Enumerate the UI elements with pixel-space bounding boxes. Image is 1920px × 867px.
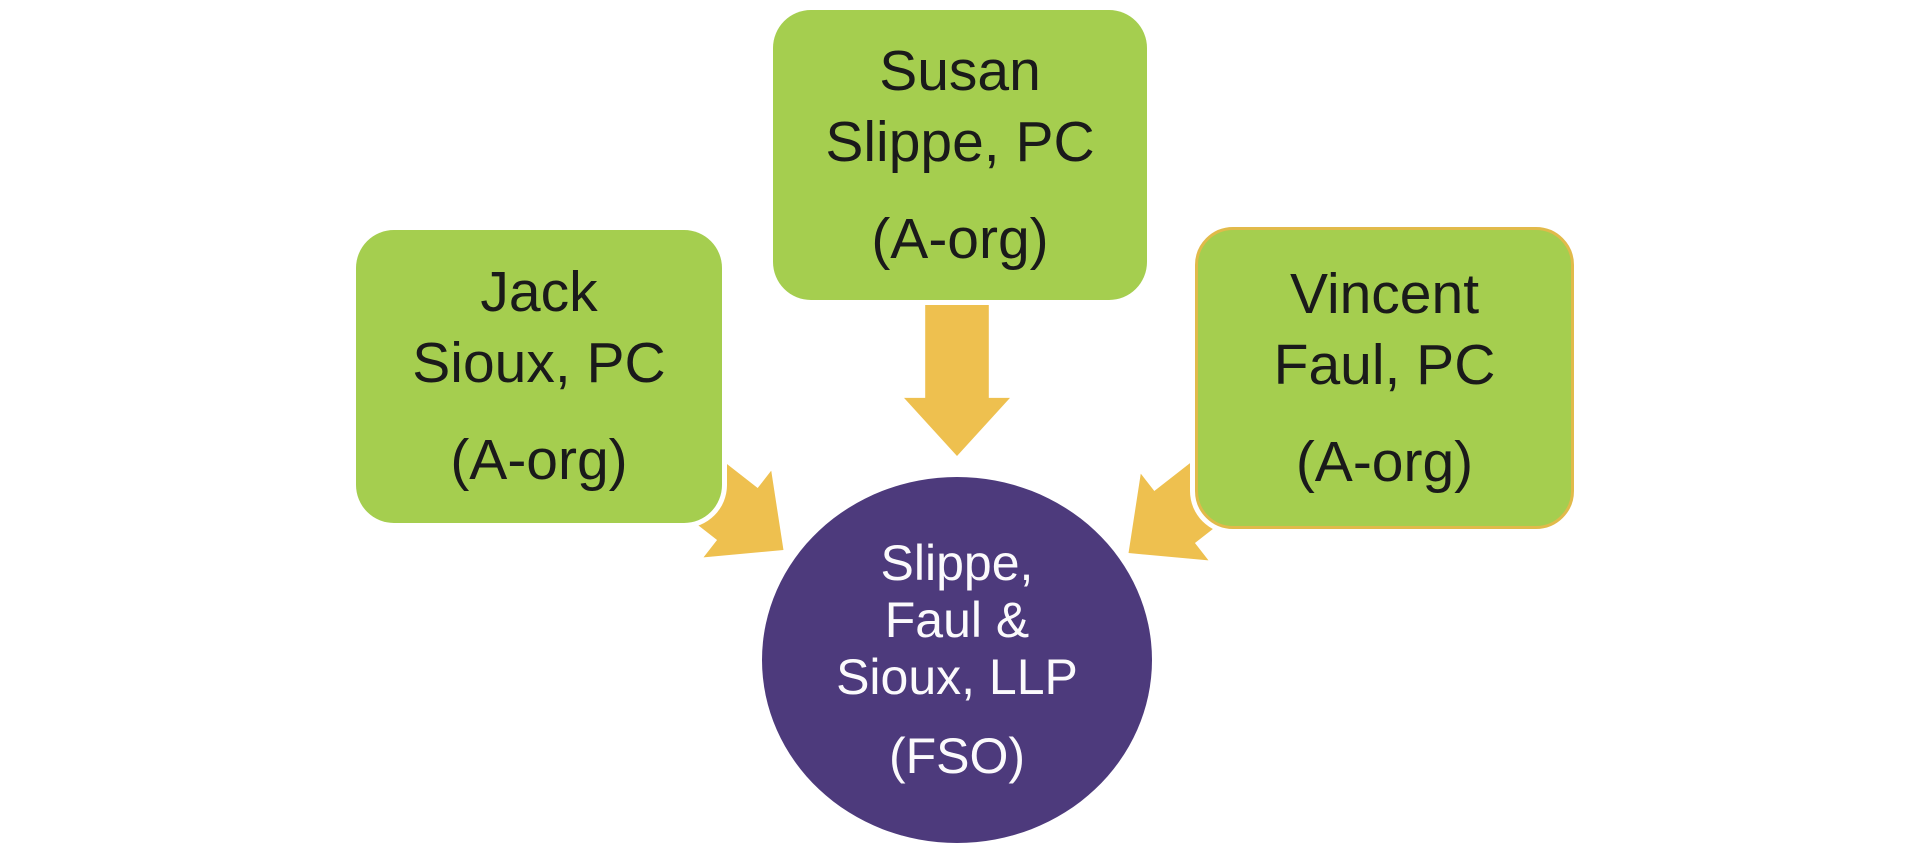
node-name-line: Susan	[879, 38, 1041, 103]
fso-name-line: Faul &	[884, 592, 1030, 648]
connector-susan-to-fso	[904, 301, 1010, 456]
down-arrow-icon	[904, 301, 1010, 456]
node-vincent-faul-pc: Vincent Faul, PC (A-org)	[1195, 227, 1574, 529]
node-name-line: Slippe, PC	[825, 109, 1095, 174]
node-name-line: Sioux, PC	[412, 331, 666, 395]
node-name-line: Vincent	[1289, 261, 1480, 326]
fso-name-line: Sioux, LLP	[836, 649, 1078, 705]
fso-org-type-label: (FSO)	[888, 728, 1026, 784]
node-name-line: Jack	[480, 260, 598, 324]
fso-name-line: Slippe,	[880, 535, 1034, 591]
node-susan-slippe-pc: Susan Slippe, PC (A-org)	[773, 10, 1147, 300]
node-name-line: Faul, PC	[1273, 332, 1496, 397]
node-org-type-label: (A-org)	[450, 428, 628, 492]
node-org-type-label: (A-org)	[871, 206, 1049, 271]
node-slippe-faul-sioux-llp: Slippe, Faul & Sioux, LLP (FSO)	[762, 477, 1152, 843]
node-jack-sioux-pc: Jack Sioux, PC (A-org)	[356, 230, 722, 523]
node-org-type-label: (A-org)	[1295, 429, 1474, 494]
